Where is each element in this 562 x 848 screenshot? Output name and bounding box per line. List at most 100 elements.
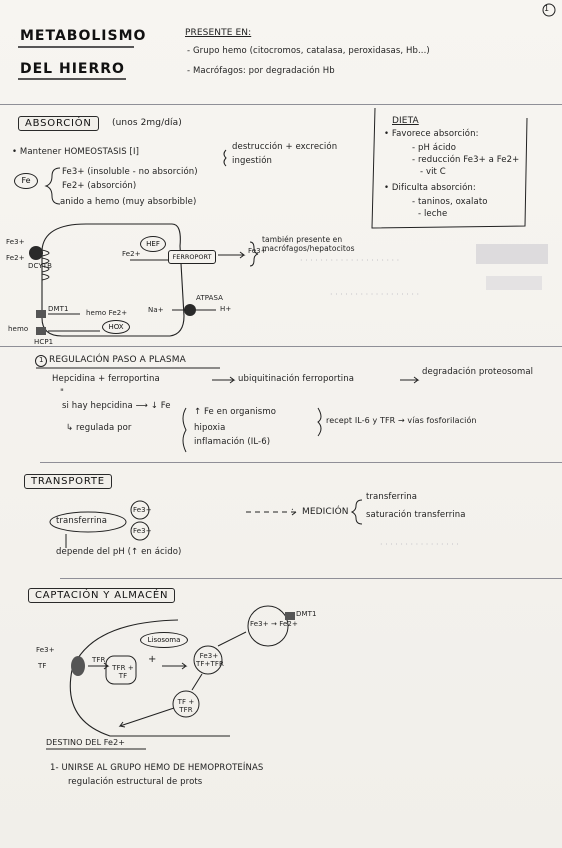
captacion-section-label: CAPTACIÓN Y ALMACÉN: [28, 588, 176, 603]
fe-form-3: anido a hemo (muy absorbible): [60, 197, 197, 207]
page-number-circle: [542, 3, 556, 17]
dieta-fav-item-2: - reducción Fe3+ a Fe2+: [412, 155, 520, 165]
regulacion-number-circle: [35, 355, 47, 367]
bleed-through-text: · · · · · · · · · · · · · · · ·: [380, 540, 459, 549]
section-rule: [0, 346, 562, 347]
regulacion-ditto: ": [60, 388, 65, 398]
diagram-dmt1: DMT1: [48, 305, 69, 313]
fe3-fe2-label: Fe3+ → Fe2+: [250, 620, 298, 628]
arrow-to-endosome-4: [191, 673, 203, 691]
medicion-item-2: saturación transferrina: [366, 510, 466, 520]
section-rule: [0, 104, 562, 105]
bleed-through-text: · · · · · · · · · · · · · · · · · · · ·: [300, 256, 400, 265]
regulacion-line1-b: ubiquitinación ferroportina: [238, 374, 355, 384]
dieta-title: DIETA: [392, 116, 419, 126]
regulacion-line1-c: degradación proteosomal: [422, 367, 534, 377]
regulacion-title: REGULACIÓN PASO A PLASMA: [49, 355, 186, 365]
diagram-hox: HOX: [102, 320, 130, 334]
intro-heading: PRESENTE EN:: [185, 28, 252, 38]
endosome-2: [193, 645, 223, 675]
diagram-h: H+: [220, 305, 232, 313]
tfr-receptor: [71, 656, 85, 676]
homeostasis-brace: [223, 149, 227, 167]
intro-item-2: - Macrófagos: por degradación Hb: [187, 66, 335, 76]
microvilli: [41, 249, 50, 281]
side-note-brace: [249, 241, 259, 267]
destino-item-1: 1- UNIRSE AL GRUPO HEMO DE HEMOPROTEÍNAS: [50, 763, 264, 773]
diagram-hcp1: HCP1: [34, 338, 54, 346]
regulacion-line2: si hay hepcidina ⟶ ↓ Fe: [62, 401, 171, 411]
destino-item-1-sub: regulación estructural de prots: [68, 777, 203, 787]
homeostasis-text: • Mantener HOMEOSTASIS [I]: [12, 147, 139, 157]
dieta-fav-item-1: - pH ácido: [412, 143, 457, 153]
tfr-label: TFR: [92, 656, 106, 664]
absorcion-note: (unos 2mg/día): [112, 118, 182, 128]
bleed-through-block: [486, 276, 542, 290]
hcp1-transporter: [36, 327, 46, 335]
diagram-fe2-left: Fe2+: [6, 254, 25, 262]
page-title-line-1: METABOLISMO: [20, 28, 147, 44]
transferrina-shape: [49, 511, 127, 533]
fe-forms-brace: [44, 167, 61, 205]
regulada-brace: [182, 407, 187, 453]
receptors-brace: [317, 407, 322, 437]
diagram-na: Na+: [148, 306, 164, 314]
arrow-to-endosome-3: [217, 631, 247, 647]
tf-outside: TF: [38, 662, 47, 670]
endosome-4: [172, 690, 200, 718]
tfr-tf-label: TFR + TF: [112, 664, 134, 681]
endosome-3: [247, 605, 289, 647]
regulacion-regulada: ↳ regulada por: [66, 423, 132, 433]
arrow-fe3-out: [218, 251, 246, 259]
regulacion-number: 1: [39, 356, 44, 364]
fe3-label-b: Fe3+: [133, 527, 152, 535]
fe3-label-a: Fe3+: [133, 506, 152, 514]
dieta-dificulta: • Dificulta absorción:: [384, 183, 476, 193]
medicion-item-1: transferrina: [366, 492, 418, 502]
regulacion-line1: Hepcidina + ferroportina: [52, 374, 160, 384]
diagram-heph: HEF: [140, 236, 166, 252]
medicion-label: MEDICIÓN: [302, 507, 349, 517]
fe3-outside: Fe3+: [36, 646, 55, 654]
intro-item-1: - Grupo hemo (citocromos, catalasa, pero…: [187, 46, 430, 56]
diagram-hemo: hemo: [8, 325, 29, 333]
section-rule: [60, 578, 562, 579]
regulacion-receptors: recept IL-6 y TFR → vías fosforilación: [326, 416, 477, 425]
dieta-fav-item-3: - vit C: [420, 167, 446, 177]
lisosoma-label: Lisosoma: [140, 632, 188, 648]
transporte-section-label: TRANSPORTE: [24, 474, 112, 489]
dieta-dif-item-2: - leche: [418, 209, 448, 219]
enterocyte-cell: [41, 223, 185, 337]
page-number: 1: [544, 4, 550, 13]
fe-form-1: Fe3+ (insoluble - no absorción): [62, 167, 198, 177]
dmt1-endosome: [285, 612, 295, 620]
arrow-recycle: [118, 707, 175, 728]
diagram-side-note: también presente en macrófagos/hepatocit…: [262, 235, 355, 253]
destino-title: DESTINO DEL Fe2+: [46, 738, 126, 747]
diagram-fe3-left: Fe3+: [6, 238, 25, 246]
atpase-dot: [184, 304, 196, 316]
endosome-1: [105, 655, 137, 685]
diagram-heme-fe2: hemo Fe2+: [86, 309, 128, 317]
dieta-favorece: • Favorece absorción:: [384, 129, 479, 139]
dieta-dif-item-1: - taninos, oxalato: [412, 197, 488, 207]
page-title-line-2: DEL HIERRO: [20, 61, 125, 77]
arrow-ubiquitinacion: [400, 376, 420, 384]
dmt1-label: DMT1: [296, 610, 317, 618]
regulacion-item-1: ↑ Fe en organismo: [194, 407, 277, 417]
captacion-plus: +: [148, 654, 157, 665]
regulacion-item-2: hipoxia: [194, 423, 226, 433]
depende-text: depende del pH (↑ en ácido): [56, 547, 182, 557]
homeostasis-outcome-2: ingestión: [232, 156, 272, 166]
arrow-hepcidina: [212, 376, 236, 384]
diagram-dcytb: DCYTB: [28, 262, 53, 270]
fe-circle: Fe: [14, 173, 38, 189]
transferrina-label: transferrina: [56, 516, 108, 526]
medicion-brace: [350, 499, 363, 525]
arrow-medicion: [246, 508, 298, 516]
dcytb-dot: [29, 246, 43, 260]
diagram-fe2-inner: Fe2+: [122, 250, 141, 258]
fe3-circle-b: [130, 521, 150, 541]
